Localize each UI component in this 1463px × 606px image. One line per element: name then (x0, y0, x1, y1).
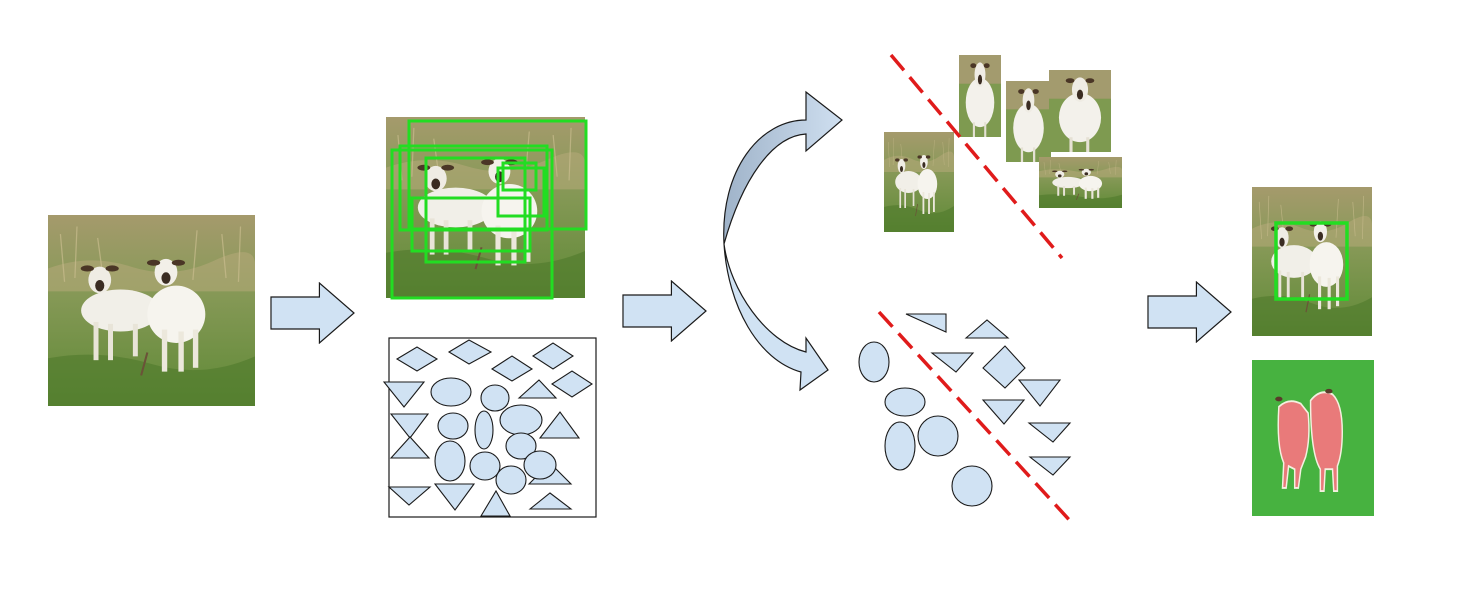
feature-ellipse (505, 432, 537, 460)
feature-triangle (981, 399, 1026, 425)
feature-triangle (1027, 422, 1072, 443)
proposal-box (496, 166, 546, 218)
crop-negative (1006, 81, 1051, 162)
classified-crops (884, 53, 1122, 260)
feature-triangle (1017, 379, 1062, 407)
feature-ellipse (437, 412, 469, 440)
feature-ellipse (951, 465, 993, 507)
feature-diamond (490, 355, 534, 382)
feature-diamond (982, 345, 1026, 389)
feature-ellipse (474, 410, 494, 450)
feature-triangle (930, 352, 975, 373)
region-proposals-image (386, 117, 588, 300)
feature-triangle (433, 483, 476, 511)
decision-boundary-line (889, 53, 1064, 260)
separated-features (858, 310, 1075, 526)
feature-ellipse (430, 377, 472, 407)
crop-positive (959, 55, 1001, 137)
input-sheep-image (48, 215, 255, 406)
feature-triangle (382, 381, 426, 408)
decision-boundary-line (877, 310, 1075, 526)
proposal-box (410, 196, 532, 253)
feature-triangle (1028, 456, 1072, 476)
feature-triangle (517, 379, 558, 399)
feature-triangle (538, 411, 581, 439)
detection-box (1274, 221, 1349, 301)
feature-triangle (480, 489, 511, 517)
feature-ellipse (523, 450, 557, 480)
feature-triangle (905, 313, 947, 333)
feature-space-panel (382, 337, 597, 518)
segmentation-output-image (1252, 360, 1374, 516)
feature-ellipse (480, 384, 510, 412)
proposal-box (424, 156, 527, 264)
feature-ellipse (858, 341, 890, 383)
crop-negative (1039, 157, 1122, 208)
feature-ellipse (917, 415, 959, 457)
proposal-box (398, 144, 549, 232)
feature-ellipse (884, 387, 926, 417)
curved-split-arrow-icon (723, 90, 843, 392)
feature-ellipse (495, 465, 527, 495)
feature-triangle (389, 413, 430, 439)
block-right-arrow-icon (270, 282, 355, 344)
feature-ellipse (499, 404, 543, 436)
crop-positive (884, 132, 954, 232)
feature-triangle (389, 436, 431, 459)
feature-ellipse (884, 421, 916, 471)
feature-triangle (964, 319, 1010, 339)
crop-negative (1049, 70, 1111, 152)
detection-output-image (1252, 187, 1372, 336)
feature-diamond (550, 370, 594, 398)
proposal-box (390, 148, 554, 300)
block-right-arrow-icon (1147, 281, 1232, 343)
feature-ellipse (469, 451, 501, 481)
feature-ellipse (434, 440, 466, 482)
feature-diamond (395, 346, 439, 372)
feature-diamond (531, 342, 575, 370)
feature-diamond (447, 339, 493, 365)
block-right-arrow-icon (622, 280, 707, 342)
proposal-box (501, 161, 538, 192)
feature-triangle (387, 486, 432, 506)
feature-triangle (528, 492, 573, 510)
